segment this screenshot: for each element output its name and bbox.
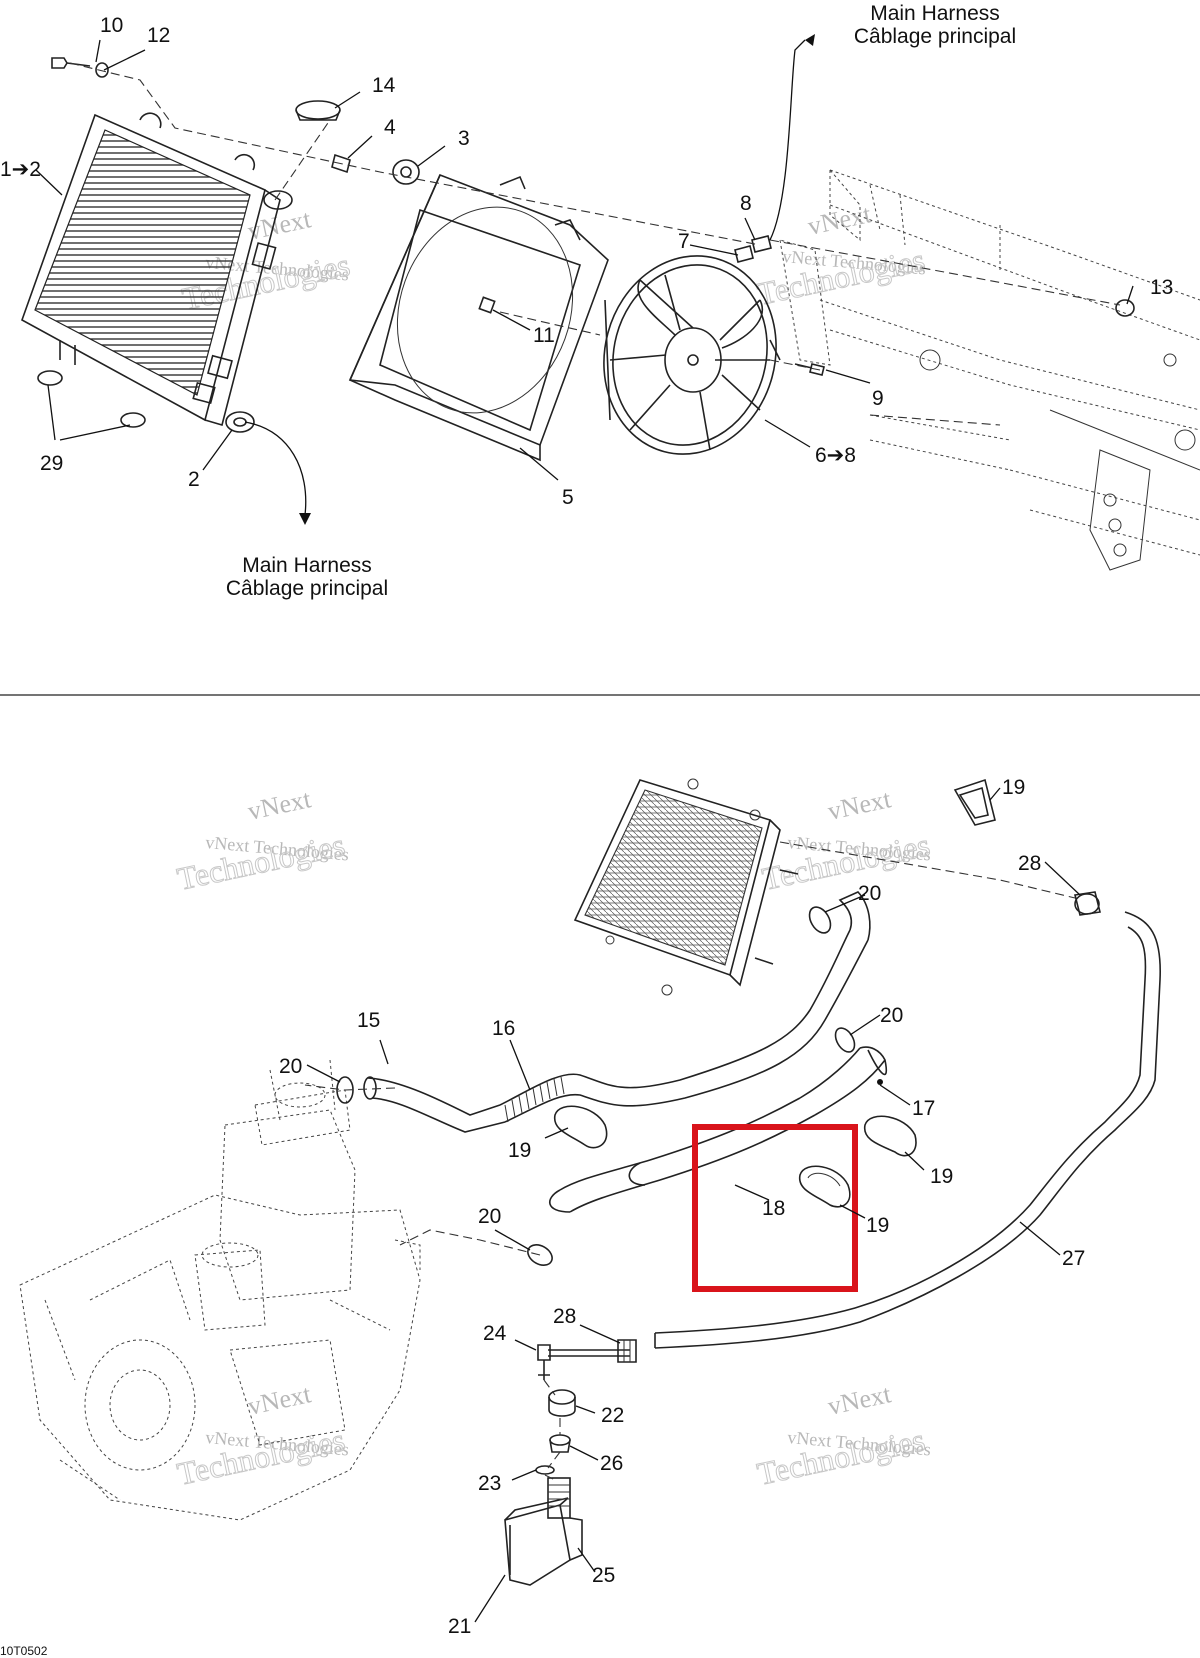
bracket-19-highlighted: [799, 1165, 851, 1208]
label-23: 23: [478, 1472, 501, 1495]
bracket-19-left: [554, 1105, 608, 1149]
label-8: 8: [740, 192, 752, 215]
label-15: 15: [357, 1009, 380, 1032]
svg-text:Main Harness: Main Harness: [870, 2, 1000, 25]
svg-text:Câblage principal: Câblage principal: [854, 25, 1016, 48]
label-25: 25: [592, 1564, 615, 1587]
label-18: 18: [762, 1197, 785, 1220]
label-1-to-2: 1➔2: [0, 158, 41, 181]
svg-text:vNext: vNext: [825, 1379, 894, 1421]
assembly-lines-bottom: [304, 841, 1076, 1481]
label-16: 16: [492, 1017, 515, 1040]
reservoir-cap-22: [548, 1389, 576, 1417]
label-26: 26: [600, 1452, 623, 1475]
hose-27: [654, 911, 1161, 1349]
label-19-top: 19: [1002, 776, 1025, 799]
clamp-28-lower: [617, 1339, 637, 1363]
screw-9: [794, 363, 825, 376]
grommet-3: [392, 159, 420, 185]
radiator: [21, 112, 293, 427]
figure-code: 10T0502: [0, 1644, 48, 1658]
label-20-engine-outlet: 20: [478, 1205, 501, 1228]
label-7: 7: [678, 230, 690, 253]
label-27: 27: [1062, 1247, 1085, 1270]
svg-text:vNext: vNext: [245, 784, 314, 826]
label-19-left: 19: [508, 1139, 531, 1162]
radiator-cap-14: [295, 100, 341, 121]
radiator-bottom: [573, 778, 799, 996]
svg-text:Câblage principal: Câblage principal: [226, 577, 388, 600]
clamp-20-radiator-top: [808, 906, 832, 934]
watermark-bottom-left: vNext vNext Technologies Technologies: [173, 1379, 349, 1492]
leaders-bottom: [306, 787, 1081, 1623]
spacer-4: [331, 153, 351, 174]
label-20-engine-inlet: 20: [279, 1055, 302, 1078]
svg-text:vNext: vNext: [805, 199, 874, 241]
label-20-radiator-bottom: 20: [880, 1004, 903, 1027]
washer-12: [95, 62, 109, 78]
clamp-20-engine-outlet: [527, 1244, 553, 1266]
connector-8: [751, 235, 772, 253]
svg-text:vNext: vNext: [825, 784, 894, 826]
assembly-lines-top: [69, 62, 1121, 426]
watermark-top-right: vNext vNext Technologies Technologies: [753, 199, 928, 312]
vehicle-frame: [779, 168, 1200, 571]
leaders-top: [35, 39, 1134, 481]
connector-7: [734, 245, 754, 263]
label-11: 11: [533, 324, 555, 347]
seal-26: [549, 1434, 571, 1453]
engine: [19, 1059, 421, 1521]
svg-text:vNext: vNext: [245, 1379, 314, 1421]
label-17: 17: [912, 1097, 935, 1120]
clamp-28-upper: [1074, 891, 1101, 916]
tube-24-28: [548, 1333, 656, 1357]
label-19-right: 19: [930, 1165, 953, 1188]
label-24: 24: [483, 1322, 507, 1345]
label-13: 13: [1150, 276, 1173, 299]
label-28-upper: 28: [1018, 852, 1041, 875]
label-9: 9: [872, 387, 884, 410]
coolant-reservoir-21: [504, 1477, 571, 1586]
temperature-sensor-2: [225, 411, 255, 433]
label-2: 2: [188, 468, 200, 491]
fan-shroud-5: [348, 173, 609, 462]
label-10: 10: [100, 14, 123, 37]
label-20-radiator-top: 20: [858, 882, 881, 905]
fitting-24: [537, 1344, 551, 1380]
grommet-29: [37, 370, 146, 428]
svg-text:Main Harness: Main Harness: [242, 554, 372, 577]
label-22: 22: [601, 1404, 624, 1427]
bracket-19-right: [864, 1115, 917, 1157]
washer-23: [535, 1465, 555, 1475]
label-19-highlighted: 19: [866, 1214, 889, 1237]
label-12: 12: [147, 24, 170, 47]
watermark-mid-right: vNext vNext Technologies Technologies: [758, 784, 933, 897]
label-5: 5: [562, 486, 574, 509]
label-6-to-8: 6➔8: [815, 444, 856, 467]
label-28-lower: 28: [553, 1305, 576, 1328]
harness-caption-bottom: Main Harness Câblage principal: [226, 554, 388, 600]
harness-caption-top: Main Harness Câblage principal: [854, 2, 1016, 48]
reservoir-neck-25: [569, 1517, 583, 1561]
cooling-fan-6: [603, 255, 781, 455]
label-14: 14: [372, 74, 396, 97]
clamp-20-radiator-bottom: [834, 1027, 856, 1053]
label-3: 3: [458, 127, 470, 150]
hose-15: [363, 1076, 506, 1133]
nut-11: [478, 296, 496, 314]
label-21: 21: [448, 1615, 471, 1638]
watermark-bottom-right: vNext vNext Technologies Technologies: [753, 1379, 931, 1492]
watermark-mid-left: vNext vNext Technologies Technologies: [173, 784, 349, 897]
label-4: 4: [384, 116, 396, 139]
hose-16-corrugated: [499, 891, 871, 1123]
label-29: 29: [40, 452, 63, 475]
harness-wire-top: [244, 34, 815, 525]
bracket-19-top: [953, 778, 996, 826]
hose-17: [799, 1046, 888, 1116]
hose-18: [549, 1097, 816, 1213]
highlight-box: [692, 1124, 858, 1292]
nut-13: [1115, 299, 1135, 317]
